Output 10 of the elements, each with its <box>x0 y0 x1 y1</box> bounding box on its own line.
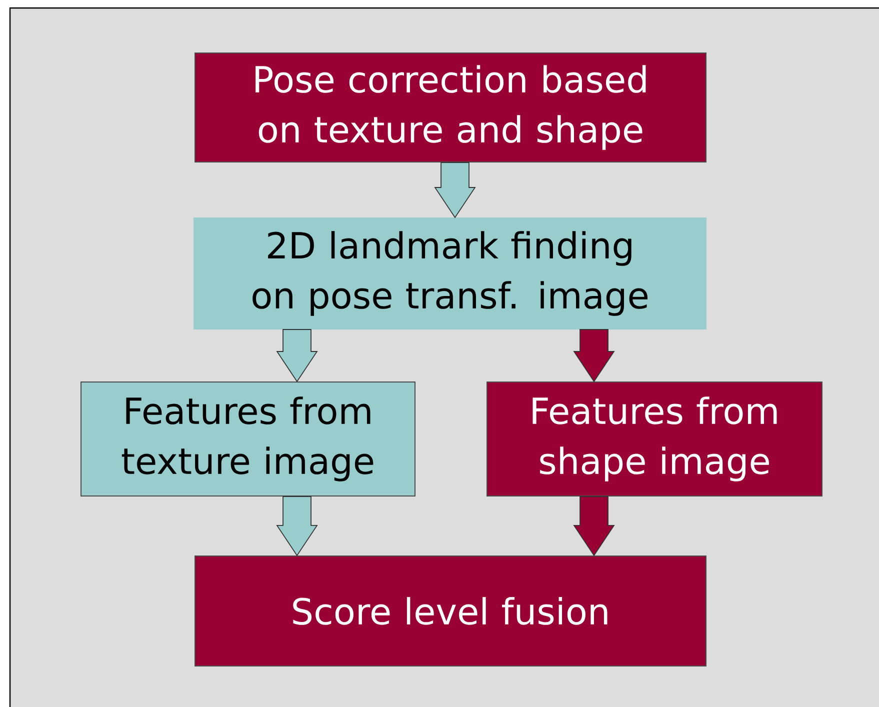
process-box: Score level fusion <box>194 555 706 666</box>
block-arrow <box>276 329 318 382</box>
process-box: Pose correction based on texture and shape <box>194 52 706 162</box>
process-box: Features from shape image <box>486 382 822 496</box>
block-arrow <box>434 162 476 218</box>
block-arrow <box>573 496 615 556</box>
process-box: 2D landmark finding on pose transf. image <box>194 218 706 330</box>
process-box: Features from texture image <box>80 382 416 496</box>
block-arrow <box>276 496 318 556</box>
block-arrow <box>573 329 615 382</box>
